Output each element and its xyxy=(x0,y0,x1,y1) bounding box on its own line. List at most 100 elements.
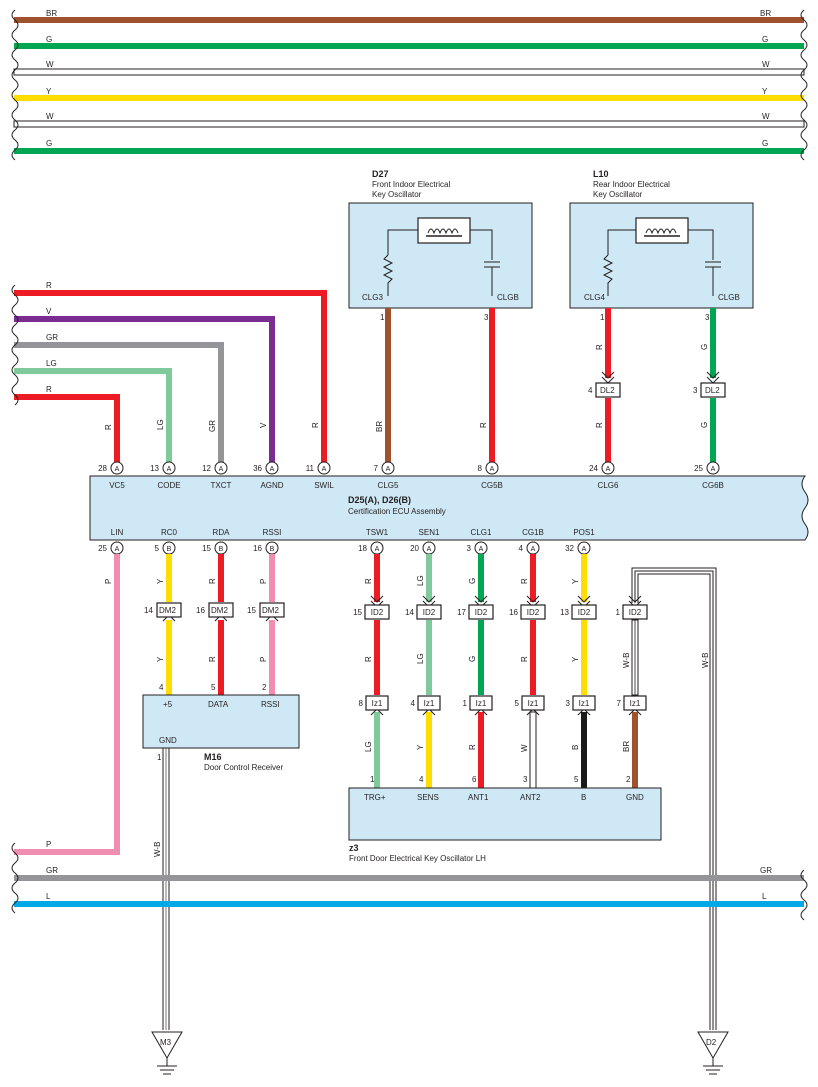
wl-cg5b: R xyxy=(479,422,488,428)
ecu-top-pins: A28VC5A13CODEA12TXCTA36AGNDA11SWILA7CLG5… xyxy=(98,461,724,490)
id2-label: ID2 xyxy=(423,608,436,617)
pin-number: 28 xyxy=(98,464,107,473)
bus-label-w2-left: W xyxy=(46,112,54,121)
dm2-pin-3: 15 xyxy=(247,606,256,615)
ecu-subtitle: Certification ECU Assembly xyxy=(348,507,446,516)
id2-box xyxy=(364,604,390,620)
l10-name-line1: Rear Indoor Electrical xyxy=(593,180,670,189)
bottom-bus: P GR GR L L xyxy=(11,840,808,921)
pin-name: CLG5 xyxy=(378,481,399,490)
pin-conn: A xyxy=(479,546,484,553)
pin-number: 32 xyxy=(565,544,574,553)
wl-code: LG xyxy=(156,419,165,430)
feed-break-mark xyxy=(11,284,19,406)
wl-clg6: R xyxy=(595,422,604,428)
z3-term-sens: SENS xyxy=(417,793,439,802)
dm2-label-2: DM2 xyxy=(211,606,228,615)
dl2-label-1: DL2 xyxy=(600,386,615,395)
bus-break-mark-left xyxy=(11,9,19,161)
ground-m3-label: M3 xyxy=(160,1038,172,1047)
pin-name: RSSI xyxy=(263,528,282,537)
wl-vc5: R xyxy=(104,424,113,430)
wl-swil: R xyxy=(311,422,320,428)
pin-conn: A xyxy=(711,466,716,473)
pin-name: RDA xyxy=(213,528,231,537)
pin-name: AGND xyxy=(260,481,283,490)
iz1-connector: Iz1 4 xyxy=(411,695,441,716)
iz1-label: Iz1 xyxy=(424,699,435,708)
l10-right-pin: 3 xyxy=(705,313,710,322)
wire-lin-p xyxy=(14,554,120,855)
wb-wire-d2-outer xyxy=(631,567,717,1030)
lower-wire-labels: P Y R P Y R P R LG G R Y R LG G R Y W-B … xyxy=(104,575,631,752)
wl-tsw1-up: R xyxy=(364,578,373,584)
pin-conn: A xyxy=(270,466,275,473)
iz1-pin: 4 xyxy=(411,699,416,708)
id2-box xyxy=(416,604,442,620)
bus-label-g-right: G xyxy=(762,35,768,44)
pin-name: SEN1 xyxy=(419,528,440,537)
ground-m3-icon xyxy=(157,1065,177,1075)
iz1-pin: 5 xyxy=(515,699,520,708)
pin-name: CODE xyxy=(157,481,180,490)
connector-circle-icon xyxy=(214,461,228,475)
dm2-box-1 xyxy=(156,602,182,618)
dm2-label-3: DM2 xyxy=(262,606,279,615)
wl-rda-low: R xyxy=(208,656,217,662)
dl2-pin-2: 3 xyxy=(693,386,698,395)
pin-name: VC5 xyxy=(109,481,125,490)
wl-rssi-low: P xyxy=(259,657,268,662)
l10-circuit-left xyxy=(607,229,636,255)
dm2-box-3 xyxy=(259,602,285,618)
top-wire-labels: R LG GR V R BR R R G R G xyxy=(104,344,709,432)
pin-number: 4 xyxy=(519,544,524,553)
ground-m3-triangle xyxy=(151,1031,183,1060)
d27-circuit-left xyxy=(387,229,418,255)
d27-coil-icon xyxy=(427,228,459,235)
bus-label-p: P xyxy=(46,840,51,849)
connector-circle-icon xyxy=(110,461,124,475)
wb-wire-d2-mid xyxy=(634,570,714,1030)
feed-wire-r-vc5 xyxy=(14,394,120,463)
pin-conn: A xyxy=(375,546,380,553)
connector-circle-icon xyxy=(601,461,615,475)
bus-label-l-left: L xyxy=(46,892,51,901)
iz1-pin: 3 xyxy=(566,699,571,708)
wb-wire-d2-inner xyxy=(637,573,711,1030)
pin-number: 36 xyxy=(253,464,262,473)
pin-name: CG5B xyxy=(481,481,503,490)
wl-wb-mid: W-B xyxy=(622,653,631,668)
id2-box xyxy=(622,604,648,620)
pin-name: SWIL xyxy=(314,481,334,490)
feed-wire-v-agnd xyxy=(14,316,275,463)
z3-pin-sens: 4 xyxy=(419,775,424,784)
id2-label: ID2 xyxy=(629,608,642,617)
feed-label-r2: R xyxy=(46,385,52,394)
z3-term-gnd: GND xyxy=(626,793,644,802)
wl-sens-low: Y xyxy=(416,744,425,750)
id2-pin: 15 xyxy=(353,608,362,617)
pin-conn: A xyxy=(582,546,587,553)
l10-right-term: CLGB xyxy=(718,293,740,302)
dm2-connectors: DM2 14 DM2 16 DM2 15 xyxy=(144,602,285,622)
m16-box xyxy=(142,694,300,749)
wl-rc0-low: Y xyxy=(156,656,165,662)
d27-id: D27 xyxy=(372,169,389,179)
iz1-label: Iz1 xyxy=(372,699,383,708)
z3-pin-ant1: 6 xyxy=(472,775,477,784)
id2-pin: 13 xyxy=(560,608,569,617)
pin-number: 8 xyxy=(478,464,483,473)
d27-left-pin: 1 xyxy=(380,313,385,322)
bus-label-gr-right: GR xyxy=(760,866,772,875)
ecu-certification-assembly: D25(A), D26(B) Certification ECU Assembl… xyxy=(89,475,809,541)
z3-term-ant1: ANT1 xyxy=(468,793,489,802)
iz1-pin: 1 xyxy=(463,699,468,708)
